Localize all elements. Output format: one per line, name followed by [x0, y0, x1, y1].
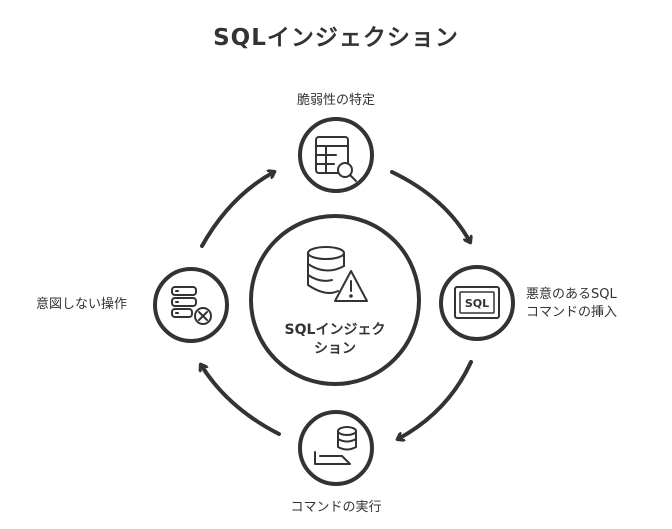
label-execute-command: コマンドの実行	[290, 500, 382, 515]
table-search-icon	[315, 136, 357, 182]
node-execute-command	[298, 410, 374, 486]
label-insert-sql-line1: 悪意のあるSQL	[526, 287, 617, 302]
database-output-icon	[314, 426, 357, 465]
arrow-right-to-bottom	[398, 360, 473, 439]
database-warning-icon	[307, 246, 368, 302]
center-label-line1: SQLインジェク	[284, 322, 386, 338]
node-insert-sql	[439, 265, 515, 341]
server-error-icon	[171, 286, 212, 325]
center-label: SQLインジェク ション	[245, 321, 425, 359]
arrow-top-to-right	[390, 170, 470, 242]
center-label-line2: ション	[314, 341, 356, 357]
arrow-left-to-top	[200, 172, 274, 248]
page-title: SQLインジェクション	[213, 25, 459, 51]
sql-badge-text: SQL	[465, 297, 489, 310]
arrow-bottom-to-left	[201, 365, 281, 436]
label-insert-sql: 悪意のあるSQL コマンドの挿入	[526, 286, 617, 322]
label-identify-vulnerability: 脆弱性の特定	[296, 93, 375, 108]
label-insert-sql-line2: コマンドの挿入	[526, 305, 618, 320]
sql-box-icon: SQL	[454, 286, 500, 319]
label-unintended-operation: 意図しない操作	[36, 297, 128, 312]
